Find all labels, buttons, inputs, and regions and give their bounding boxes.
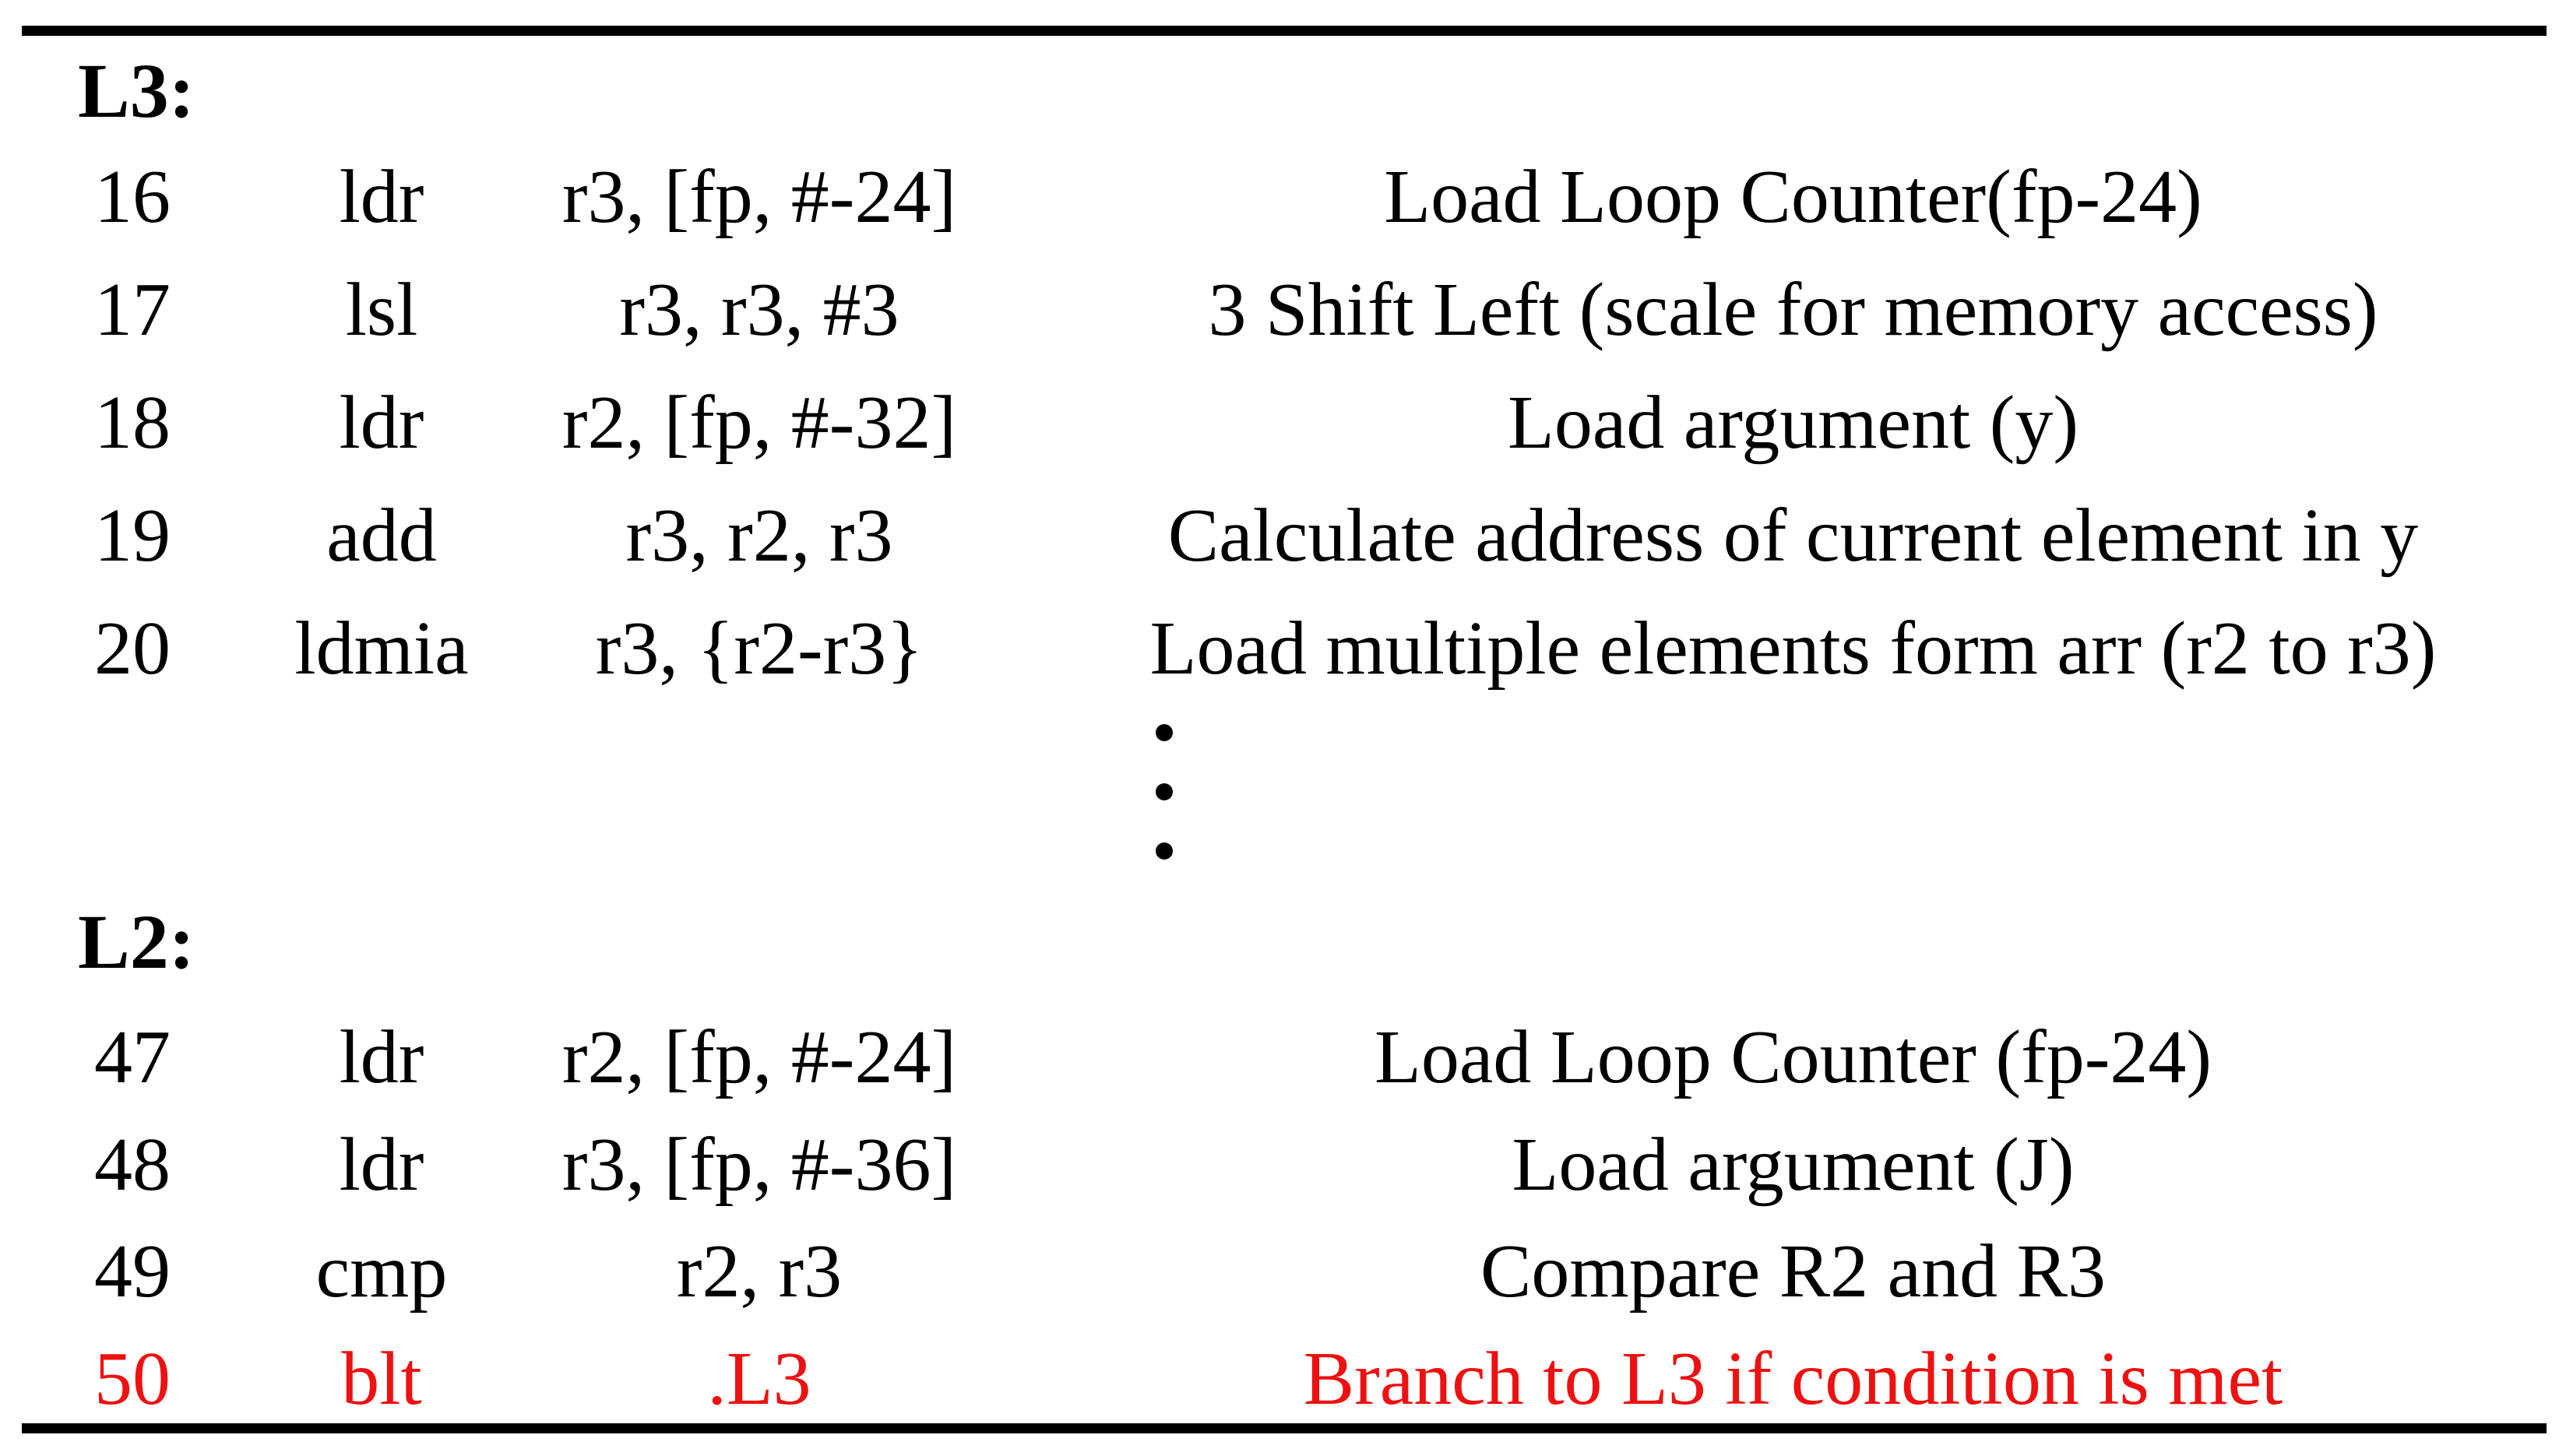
operands: r3, {r2-r3} — [595, 607, 924, 691]
operands: r2, r3 — [676, 1229, 843, 1314]
operands: r3, r2, r3 — [625, 494, 893, 578]
ellipsis-dot — [1156, 783, 1173, 800]
bottom-rule — [22, 1423, 2547, 1433]
table-row: 17 lsl r3, r3, #3 3 Shift Left (scale fo… — [0, 255, 2566, 364]
operands: r2, [fp, #-32] — [561, 381, 957, 465]
vertical-ellipsis — [1156, 724, 1173, 860]
mnemonic: ldr — [339, 1015, 424, 1099]
comment: Compare R2 and R3 — [1480, 1229, 2106, 1314]
mnemonic: add — [326, 494, 437, 578]
comment: Load Loop Counter(fp-24) — [1384, 155, 2202, 239]
line-number: 17 — [94, 268, 171, 352]
ellipsis-dot — [1156, 724, 1173, 741]
line-number: 49 — [94, 1229, 171, 1314]
ellipsis-dot — [1156, 842, 1173, 860]
line-number: 48 — [94, 1123, 171, 1207]
operands: .L3 — [707, 1337, 811, 1421]
mnemonic: ldr — [339, 1123, 424, 1207]
section-label-l2: L2: — [78, 899, 195, 985]
table-row: 48 ldr r3, [fp, #-36] Load argument (J) — [0, 1110, 2566, 1219]
table-row-highlighted: 50 blt .L3 Branch to L3 if condition is … — [0, 1324, 2566, 1433]
line-number: 16 — [94, 155, 171, 239]
line-number: 47 — [94, 1015, 171, 1099]
table-row: 19 add r3, r2, r3 Calculate address of c… — [0, 481, 2566, 590]
line-number: 18 — [94, 381, 171, 465]
comment: Calculate address of current element in … — [1167, 494, 2419, 578]
line-number: 50 — [94, 1337, 171, 1421]
table-row: 47 ldr r2, [fp, #-24] Load Loop Counter … — [0, 1003, 2566, 1112]
section-label-l3: L3: — [78, 47, 195, 134]
operands: r2, [fp, #-24] — [561, 1015, 957, 1099]
mnemonic: ldr — [339, 155, 424, 239]
line-number: 20 — [94, 607, 171, 691]
mnemonic: ldr — [339, 381, 424, 465]
table-row: 20 ldmia r3, {r2-r3} Load multiple eleme… — [0, 594, 2566, 703]
mnemonic: cmp — [315, 1229, 448, 1314]
comment: 3 Shift Left (scale for memory access) — [1208, 268, 2378, 352]
mnemonic: lsl — [345, 268, 418, 352]
comment: Load multiple elements form arr (r2 to r… — [1149, 607, 2437, 691]
line-number: 19 — [94, 494, 171, 578]
mnemonic: blt — [341, 1337, 422, 1421]
operands: r3, [fp, #-36] — [561, 1123, 957, 1207]
comment: Branch to L3 if condition is met — [1303, 1337, 2283, 1421]
mnemonic: ldmia — [294, 607, 469, 691]
comment: Load Loop Counter (fp-24) — [1375, 1015, 2212, 1099]
top-rule — [22, 26, 2547, 36]
table-row: 18 ldr r2, [fp, #-32] Load argument (y) — [0, 368, 2566, 477]
table-row: 16 ldr r3, [fp, #-24] Load Loop Counter(… — [0, 142, 2566, 251]
operands: r3, [fp, #-24] — [561, 155, 957, 239]
table-row: 49 cmp r2, r3 Compare R2 and R3 — [0, 1217, 2566, 1326]
comment: Load argument (y) — [1508, 381, 2078, 465]
operands: r3, r3, #3 — [619, 268, 899, 352]
comment: Load argument (J) — [1512, 1123, 2075, 1207]
